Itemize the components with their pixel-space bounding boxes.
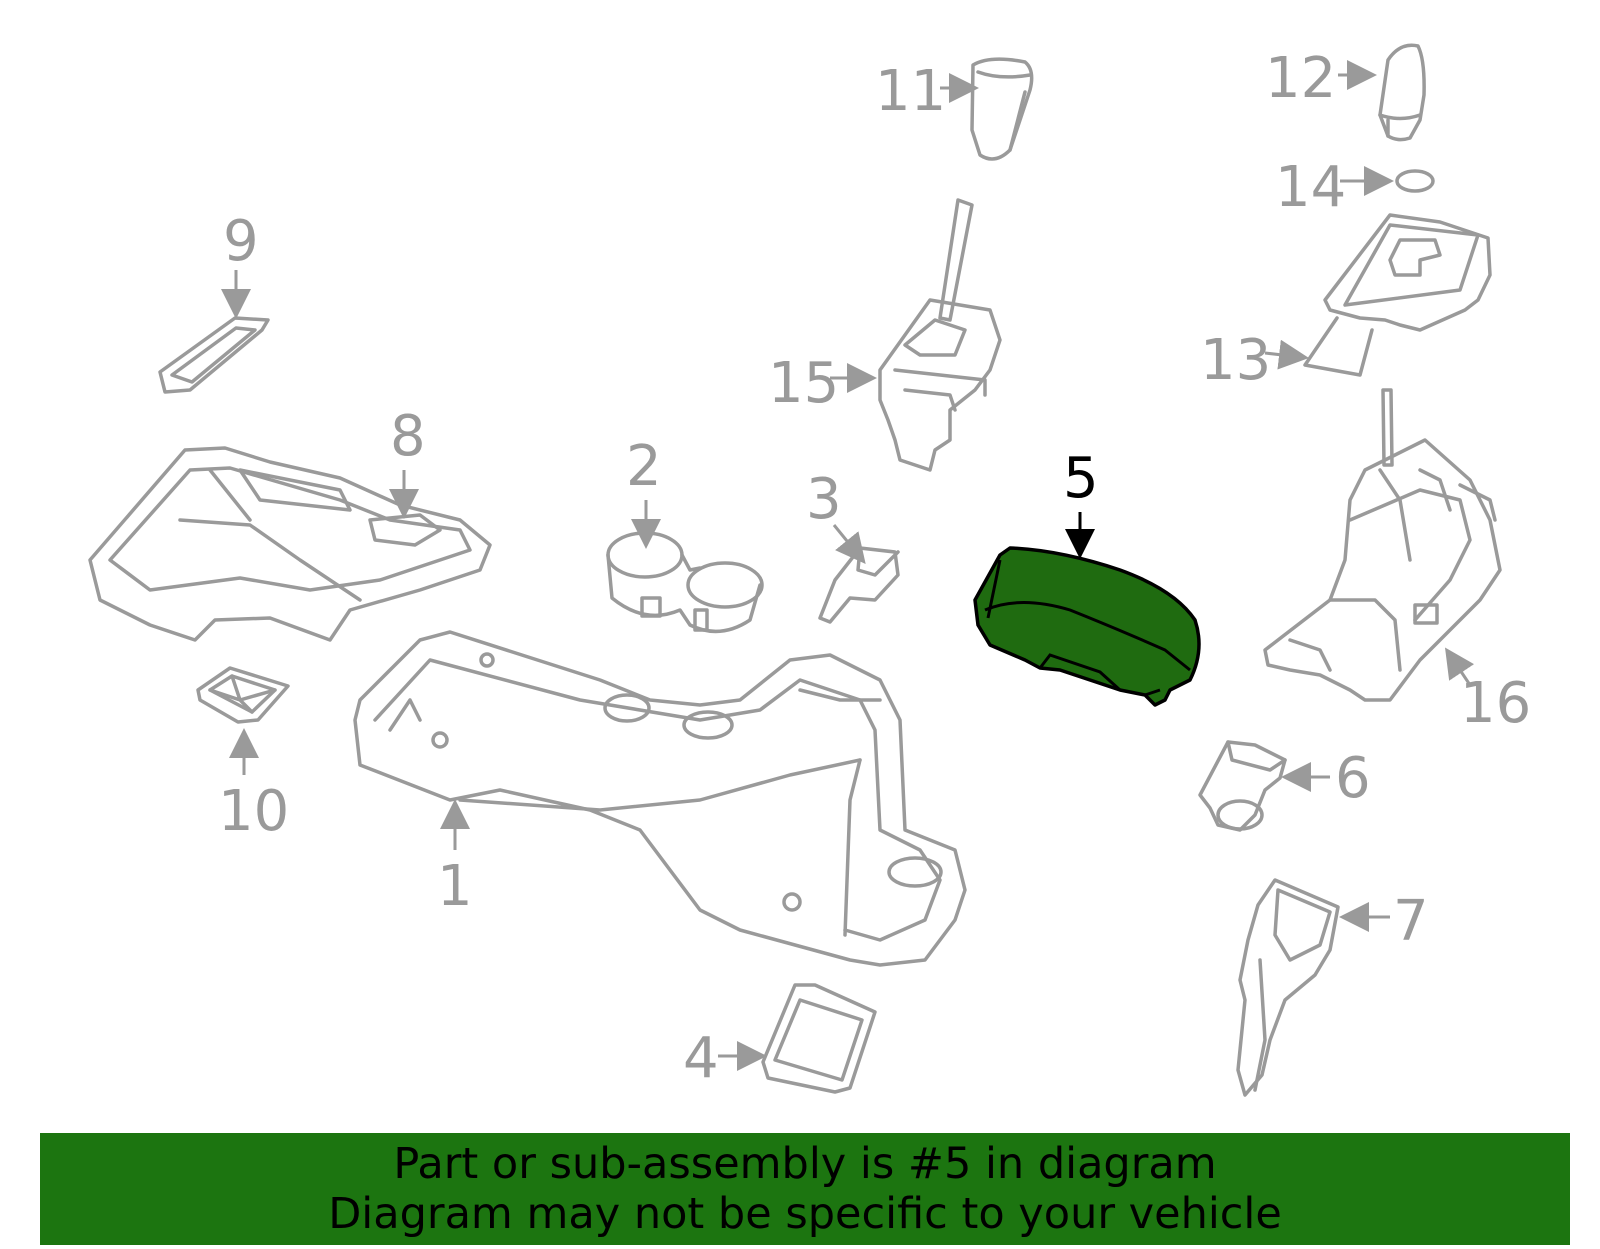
part-8-console-top[interactable] [88, 446, 492, 642]
callout-1: 1 [437, 854, 473, 919]
callout-2: 2 [626, 434, 662, 499]
part-4-trim-panel[interactable] [761, 983, 877, 1094]
callout-14: 14 [1275, 155, 1346, 220]
callout-6: 6 [1335, 746, 1371, 811]
part-1-console-base[interactable] [353, 630, 967, 967]
part-6-clip[interactable] [1198, 740, 1287, 832]
part-7-trim[interactable] [1236, 878, 1340, 1097]
banner-line-2: Diagram may not be specific to your vehi… [328, 1189, 1282, 1239]
leader-arrows [221, 60, 1475, 1071]
callout-4: 4 [683, 1026, 719, 1091]
part-10-bin[interactable] [196, 666, 290, 724]
callout-5: 5 [1063, 446, 1099, 511]
part-11-shift-knob[interactable] [970, 57, 1034, 161]
banner-line-1: Part or sub-assembly is #5 in diagram [393, 1139, 1217, 1189]
part-16-shifter-mechanism[interactable] [1263, 388, 1502, 702]
callout-13: 13 [1200, 328, 1271, 393]
callout-9: 9 [223, 209, 259, 274]
callout-7: 7 [1393, 889, 1429, 954]
leader-3 [832, 524, 866, 564]
callout-3: 3 [806, 467, 842, 532]
part-12-shift-knob[interactable] [1378, 43, 1426, 142]
part-13-shift-bezel[interactable] [1303, 213, 1492, 377]
part-9-tray[interactable] [158, 316, 270, 394]
callout-15: 15 [768, 351, 839, 416]
callout-10: 10 [218, 779, 289, 844]
callout-11: 11 [875, 59, 946, 124]
callout-8: 8 [390, 404, 426, 469]
info-banner: Part or sub-assembly is #5 in diagram Di… [40, 1133, 1570, 1245]
parts-diagram: 1 2 3 4 5 6 7 8 9 10 11 12 13 14 15 16 [88, 43, 1531, 1097]
part-5-highlighted[interactable] [973, 546, 1201, 707]
callout-16: 16 [1460, 671, 1531, 736]
part-15-shifter[interactable] [878, 198, 1002, 472]
callout-numbers: 1 2 3 4 5 6 7 8 9 10 11 12 13 14 15 16 [218, 46, 1531, 1091]
part-14-ring[interactable] [1395, 169, 1435, 193]
callout-12: 12 [1265, 46, 1336, 111]
part-3-bracket[interactable] [818, 546, 900, 624]
leader-13 [1264, 339, 1309, 370]
leader-16 [1445, 647, 1475, 686]
part-2-cup-holder[interactable] [606, 531, 764, 634]
